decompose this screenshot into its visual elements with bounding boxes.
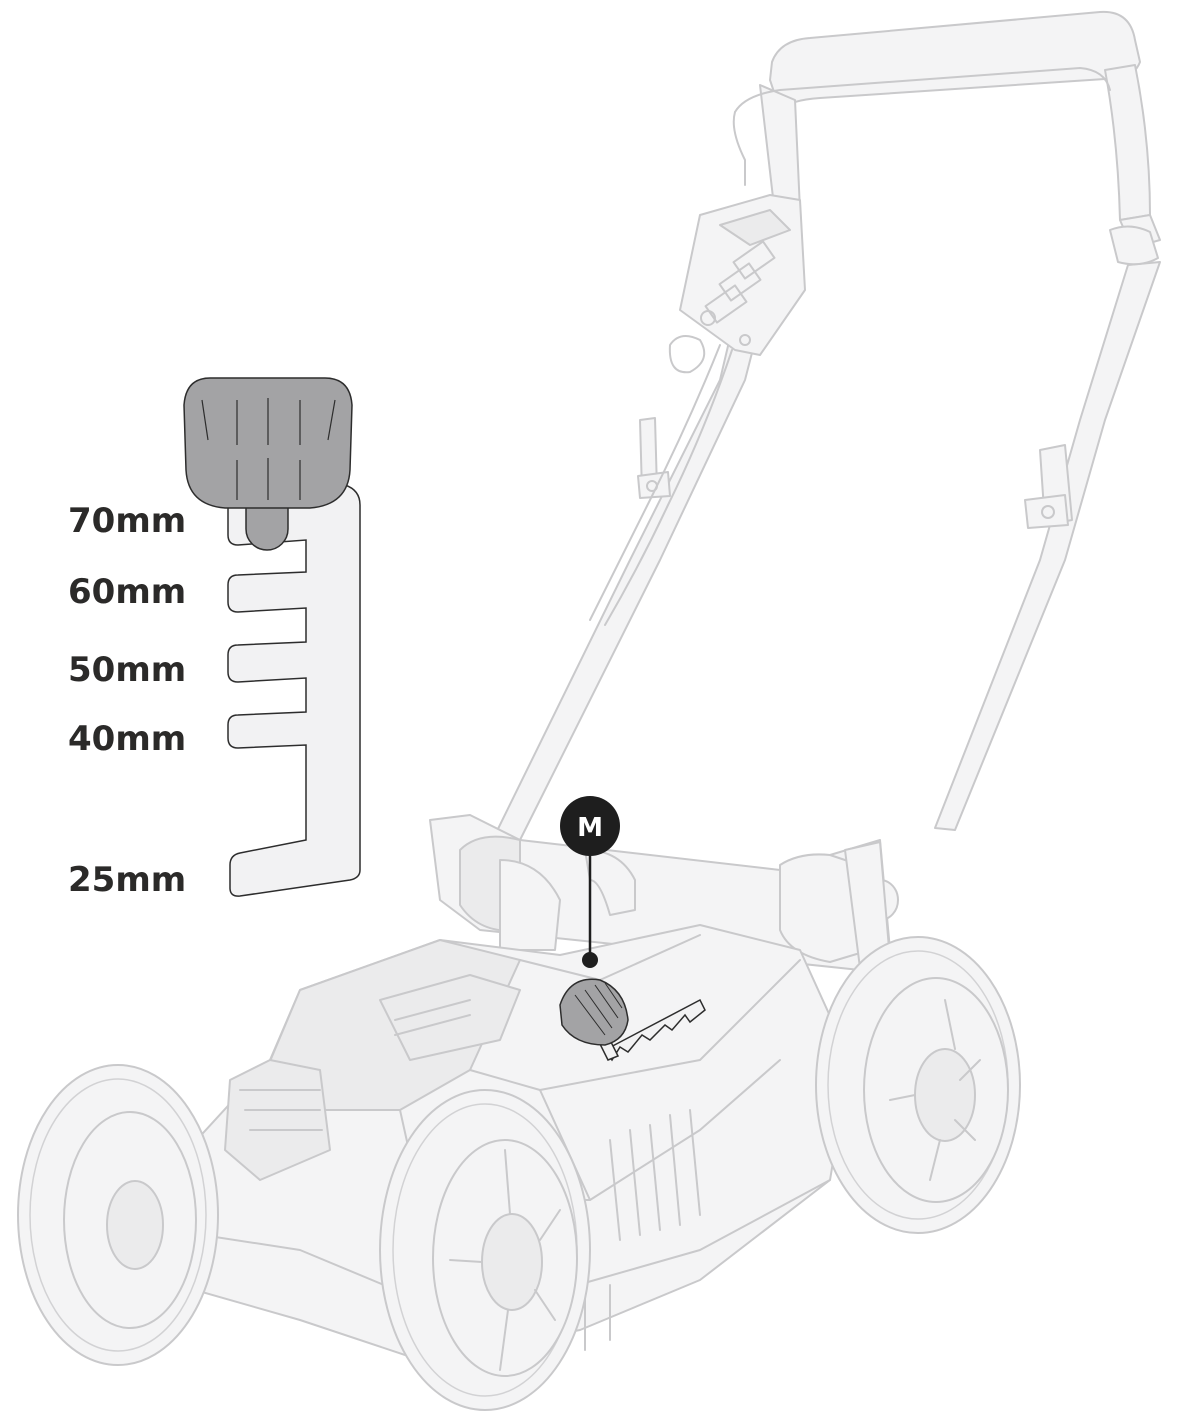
height-gate-plate	[227, 484, 361, 897]
mower-wheel-front-right	[379, 1089, 591, 1411]
callout-m: M	[560, 796, 620, 968]
callout-anchor-dot	[582, 952, 598, 968]
height-label-60mm: 60mm	[68, 572, 186, 612]
deck-height-lever	[559, 978, 706, 1062]
deck-height-gate-slot	[603, 998, 706, 1062]
callout-marker-circle	[560, 796, 620, 856]
mower-rear-roller	[429, 814, 899, 971]
height-label-70mm: 70mm	[68, 501, 186, 541]
height-label-25mm: 25mm	[68, 860, 186, 900]
mower-handle	[494, 10, 1161, 841]
mower-wheel-rear-right	[815, 936, 1021, 1234]
lawn-mower-illustration	[17, 10, 1161, 1411]
height-labels: 70mm 60mm 50mm 40mm 25mm	[68, 501, 186, 900]
mower-switch-box	[668, 194, 806, 374]
deck-height-lever-knob	[559, 978, 629, 1046]
callout-marker-label: M	[577, 813, 603, 843]
height-gate-knob-grip-lines	[201, 398, 336, 500]
height-label-50mm: 50mm	[68, 650, 186, 690]
height-gate-detail	[183, 377, 361, 897]
height-label-40mm: 40mm	[68, 719, 186, 759]
mower-wheel-front-left	[17, 1064, 219, 1366]
